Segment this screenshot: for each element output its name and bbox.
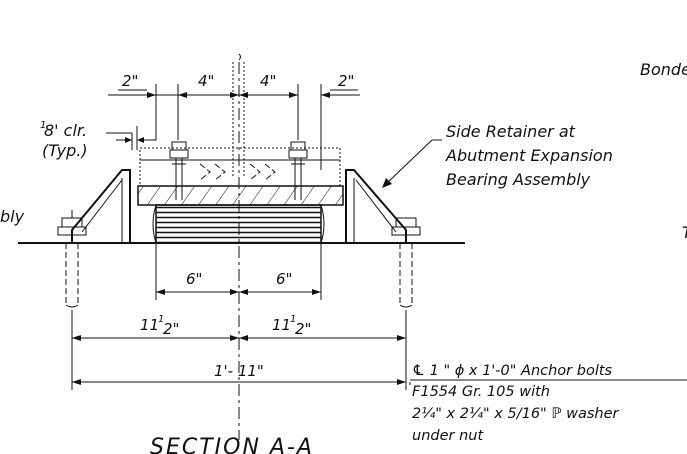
- dim-top-4-left: 4": [198, 72, 214, 90]
- side-retainer-left: [71, 169, 131, 244]
- dim-eleven-left-sub: 2": [163, 320, 179, 338]
- dim-six-left: 6": [186, 270, 202, 288]
- t-label-partial: T: [682, 223, 687, 242]
- centerline: [232, 53, 245, 440]
- dim-eleven-string: [71, 310, 407, 390]
- clearance-label: 8' clr.: [44, 121, 87, 140]
- side-retainer-right: [345, 169, 407, 244]
- anchor-note-rules: [409, 379, 687, 385]
- masonry-bolt-left: [169, 141, 189, 200]
- dim-top-right-2: 2": [338, 72, 354, 90]
- anchor-note-2: F1554 Gr. 105 with: [412, 384, 550, 400]
- clearance-typ: (Typ.): [42, 141, 88, 160]
- masonry-plate: [137, 185, 344, 206]
- elastomeric-bearing: [152, 204, 325, 244]
- dim-eleven-right-sub: 2": [295, 320, 311, 338]
- dim-eleven-right-whole: 11: [272, 316, 291, 334]
- anchor-note-1: ℄ 1 " ϕ x 1'-0" Anchor bolts: [412, 363, 613, 379]
- dim-eleven-left-frac: 1: [158, 314, 164, 325]
- dim-six-right: 6": [276, 270, 292, 288]
- dim-overall: 1'- 11": [214, 362, 264, 380]
- side-retainer-note-2: Abutment Expansion: [445, 146, 613, 165]
- dim-overall-string: [72, 379, 406, 385]
- dim-top-left-2: 2": [122, 72, 138, 90]
- bonded-label-partial: Bonde: [640, 60, 687, 79]
- anchor-note-4: under nut: [412, 428, 484, 444]
- anchor-note-3: 2¼" x 2¼" x 5/16" ℙ washer: [412, 406, 620, 422]
- retainer-bolt-right: [391, 217, 421, 308]
- masonry-bolt-right: [288, 141, 308, 200]
- dim-eleven-right-frac: 1: [290, 314, 296, 325]
- dim-top-4-right: 4": [260, 72, 276, 90]
- side-retainer-note-3: Bearing Assembly: [446, 170, 591, 189]
- clearance-note: [106, 126, 156, 150]
- side-retainer-note-1: Side Retainer at: [446, 122, 576, 141]
- section-title: SECTION A-A: [150, 435, 314, 454]
- assembly-label-partial: bly: [0, 207, 25, 226]
- dim-eleven-left-whole: 11: [140, 316, 159, 334]
- side-retainer-leader: [382, 139, 442, 188]
- dim-six-string: [155, 243, 322, 300]
- clearance-fraction: 1: [40, 120, 46, 131]
- retainer-bolt-left: [57, 210, 87, 308]
- top-dimension-string: [108, 84, 360, 170]
